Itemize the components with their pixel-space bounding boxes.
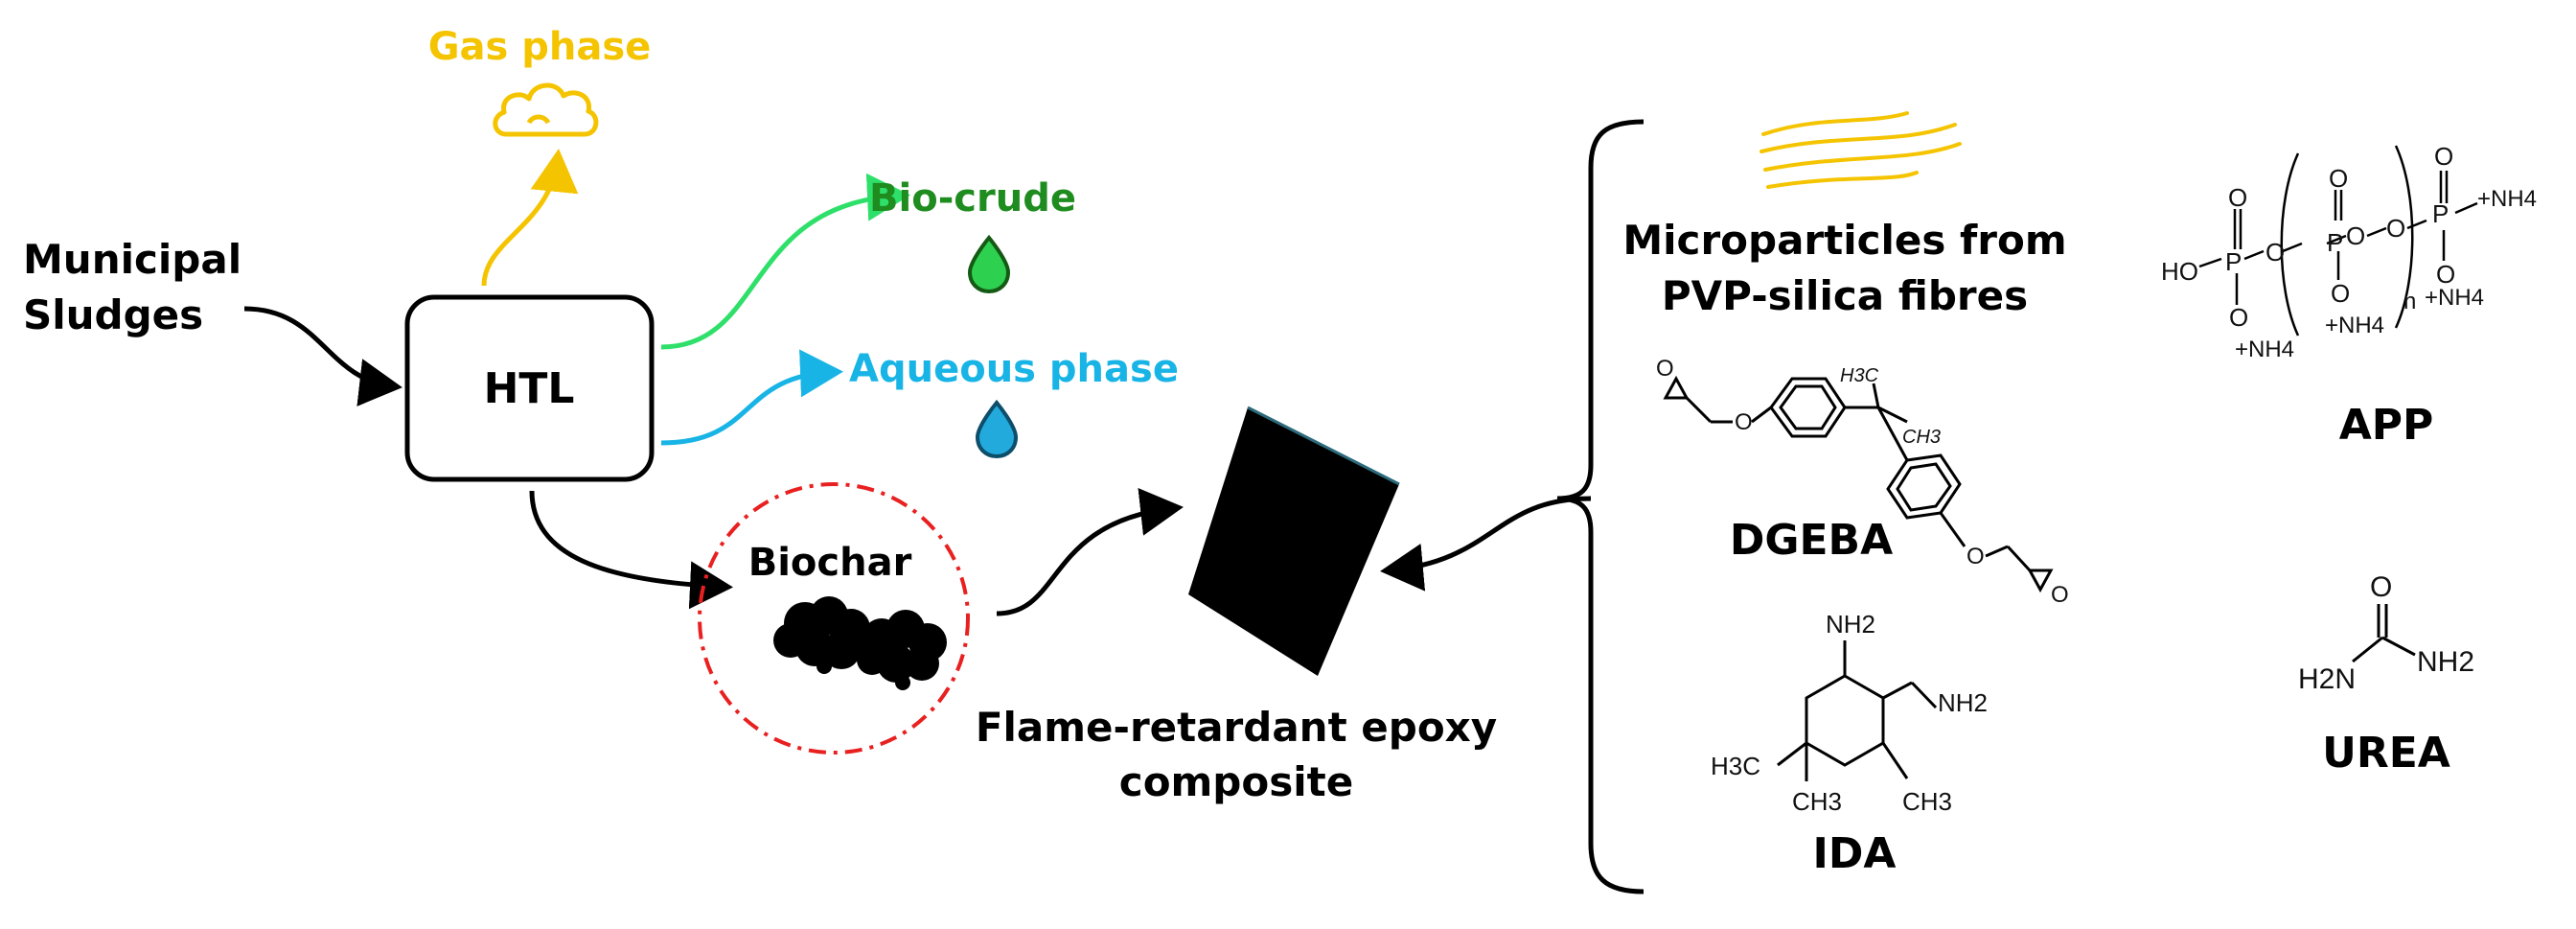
app-nh4-4: +NH4 xyxy=(2425,285,2484,311)
source-label-line1: Municipal xyxy=(23,236,242,283)
arrow-biocrude xyxy=(660,173,910,350)
urea-label: UREA xyxy=(2322,729,2450,778)
arrow-aqueous xyxy=(660,349,843,446)
ida-ch3a: CH3 xyxy=(1792,787,1842,816)
ida-label: IDA xyxy=(1813,829,1897,878)
biochar-ring xyxy=(698,482,970,755)
arrow-ingredients-to-composite xyxy=(1380,496,1592,592)
arrow-htl-to-biochar xyxy=(529,490,733,610)
app-p3: P xyxy=(2432,199,2449,228)
fibre-icon xyxy=(1760,111,1962,189)
composite-block-icon xyxy=(1188,406,1400,676)
bracket xyxy=(1556,119,1644,894)
dgeba-structure xyxy=(1663,375,2054,593)
composite-label-line1: Flame-retardant epoxy xyxy=(976,704,1497,751)
ida-nh2a: NH2 xyxy=(1826,610,1875,639)
aqueous-phase-label: Aqueous phase xyxy=(849,347,1179,391)
app-o-minus2: O xyxy=(2331,279,2350,308)
app-o-minus3: O xyxy=(2436,260,2455,289)
ida-structure xyxy=(1777,640,1938,781)
urea-nh2: NH2 xyxy=(2417,646,2474,678)
dgeba-ch3a: H3C xyxy=(1840,365,1879,386)
app-p1: P xyxy=(2225,247,2242,276)
app-n: n xyxy=(2404,289,2416,314)
app-o-bridge1: O xyxy=(2266,238,2285,267)
app-label: APP xyxy=(2339,401,2434,450)
arrow-biochar-to-composite xyxy=(996,488,1184,616)
dgeba-o3: O xyxy=(1966,544,1985,569)
app-o-dbl2: O xyxy=(2329,164,2348,193)
dgeba-o2: O xyxy=(1735,409,1753,435)
ida-h3c: H3C xyxy=(1711,752,1760,780)
biochar-icon xyxy=(773,596,947,690)
dgeba-label: DGEBA xyxy=(1730,516,1893,565)
arrow-sludge-to-htl xyxy=(243,306,402,406)
biocrude-label: Bio-crude xyxy=(869,176,1076,221)
app-nh4-2: +NH4 xyxy=(2325,313,2384,338)
dgeba-o1: O xyxy=(1656,356,1674,382)
app-o-bridge2: O xyxy=(2346,221,2365,250)
dgeba-ch3b: CH3 xyxy=(1902,427,1941,448)
microparticles-label-line2: PVP-silica fibres xyxy=(1662,272,2028,319)
app-ho: HO xyxy=(2161,257,2198,286)
arrow-gas xyxy=(481,149,579,287)
cloud-icon xyxy=(493,82,599,137)
microparticles-label-line1: Microparticles from xyxy=(1622,217,2066,264)
gas-phase-label: Gas phase xyxy=(428,25,652,69)
droplet-icon xyxy=(975,399,1019,459)
composite-label-line2: composite xyxy=(1119,758,1353,805)
dgeba-o4: O xyxy=(2051,582,2069,608)
biochar-label: Biochar xyxy=(748,541,912,585)
ida-ch3b: CH3 xyxy=(1902,787,1952,816)
urea-h2n: H2N xyxy=(2298,663,2356,695)
source-label-line2: Sludges xyxy=(23,291,203,338)
app-o-bridge3: O xyxy=(2386,214,2405,243)
app-o-minus1: O xyxy=(2229,303,2248,332)
app-p2: P xyxy=(2327,228,2343,257)
app-nh4-1: +NH4 xyxy=(2235,337,2294,362)
urea-structure xyxy=(2352,604,2416,663)
droplet-icon xyxy=(967,234,1011,294)
app-o-dbl1: O xyxy=(2228,183,2247,212)
htl-box xyxy=(404,294,655,482)
ida-nh2b: NH2 xyxy=(1938,688,1988,717)
app-o-dbl3: O xyxy=(2434,142,2453,171)
htl-label: HTL xyxy=(484,364,575,413)
urea-o: O xyxy=(2370,571,2392,603)
app-nh4-3: +NH4 xyxy=(2477,186,2537,212)
app-structure xyxy=(2198,145,2478,337)
